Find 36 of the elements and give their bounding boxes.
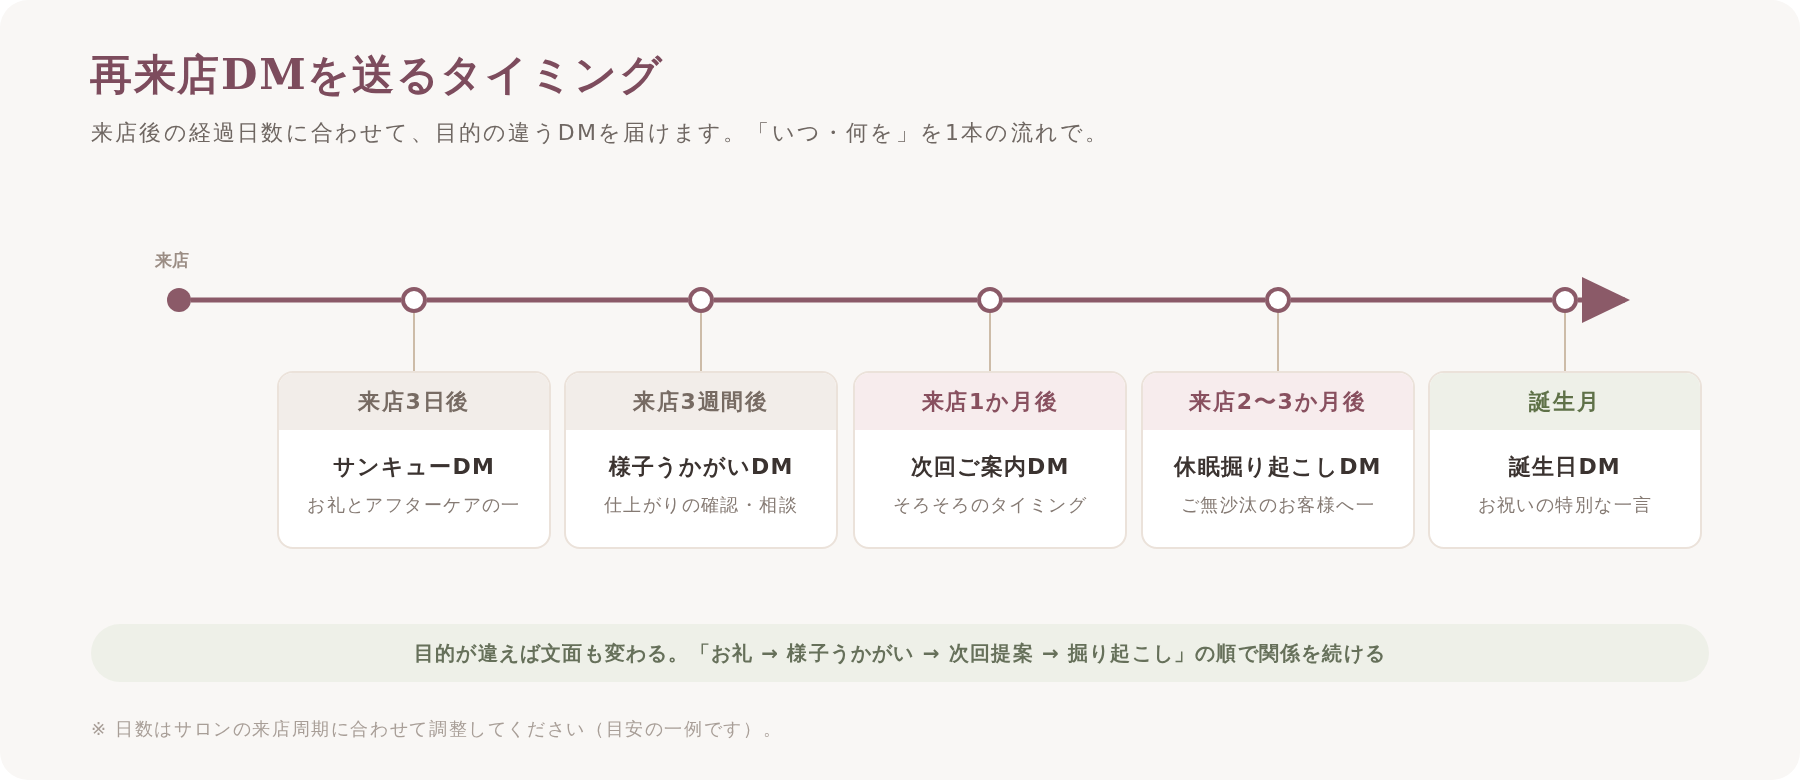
dm-description: 仕上がりの確認・相談 [603, 492, 799, 517]
subtitle-text: 来店後の経過日数に合わせて、目的の違うDMを届けます。「いつ・何を」を1本の流れで。 [91, 119, 1110, 147]
timeline-card [277, 371, 551, 549]
dm-title: 様子うかがいDM [608, 453, 794, 481]
timeline-line [714, 297, 977, 303]
dm-description: お礼とアフターケアの一 [307, 492, 521, 517]
leader-line [413, 312, 415, 372]
dm-description: ご無沙汰のお客様へ一 [1180, 492, 1376, 517]
dm-title: 次回ご案内DM [910, 453, 1070, 481]
timeline-line [191, 297, 401, 303]
timeline-line [1291, 297, 1552, 303]
dm-description: お祝いの特別な一言 [1477, 492, 1653, 517]
diagram-title: 再来店DMを送るタイミング [90, 50, 664, 101]
card-header: 来店2〜3か月後 [1143, 373, 1413, 430]
card-header: 来店1か月後 [855, 373, 1125, 430]
timeline-line [427, 297, 688, 303]
card-header: 来店3週間後 [566, 373, 836, 430]
timeline-card [853, 371, 1127, 549]
dm-title: 誕生日DM [1509, 453, 1621, 481]
dm-title: 休眠掘り起こしDM [1174, 453, 1382, 481]
timeline-line [1003, 297, 1265, 303]
summary-banner: 目的が違えば文面も変わる。「お礼 → 様子うかがい → 次回提案 → 掘り起こし」の順で関係を続ける [91, 624, 1709, 682]
leader-line [989, 312, 991, 372]
start-label: 来店 [155, 249, 189, 271]
card-header: 来店3日後 [279, 373, 549, 430]
timeline-arrow [1578, 277, 1630, 323]
leader-line [700, 312, 702, 372]
card-header: 誕生月 [1430, 373, 1700, 430]
leader-line [1564, 312, 1566, 372]
timeline-card [1141, 371, 1415, 549]
dm-title: サンキューDM [333, 453, 495, 481]
dm-description: そろそろのタイミング [892, 492, 1088, 517]
timeline-card [564, 371, 838, 549]
leader-line [1277, 312, 1279, 372]
timeline-card [1428, 371, 1702, 549]
footnote-text: ※ 日数はサロンの来店周期に合わせて調整してください（目安の一例です）。 [91, 717, 783, 741]
